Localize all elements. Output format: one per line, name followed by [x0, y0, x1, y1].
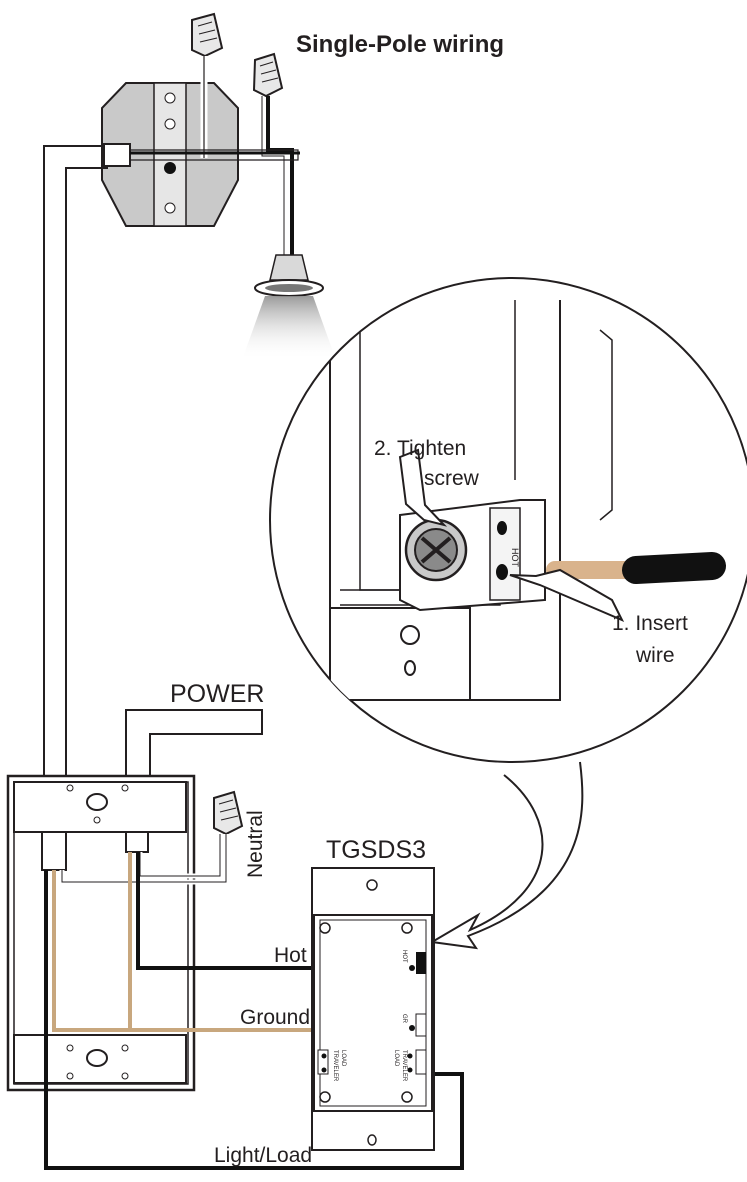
power-cable: [125, 709, 263, 780]
screw-icon: [164, 162, 176, 174]
light-fixture-icon: [242, 254, 336, 360]
wire-nut-icon: [213, 790, 244, 836]
light-load-label: Light/Load: [214, 1144, 312, 1167]
callout-arrow: [429, 761, 584, 950]
hot-label: Hot: [274, 944, 307, 967]
step1-label-line1: 1. Insert: [612, 612, 688, 635]
terminal-load-left: LOAD: [340, 1050, 346, 1067]
terminal-ground-label: GR: [401, 1014, 407, 1024]
screw-icon: [404, 518, 468, 582]
step2-label-line2: screw: [424, 467, 480, 490]
terminal-load-right: LOAD: [393, 1050, 399, 1067]
load-wire: [44, 870, 464, 1170]
wire-nut-icon: [191, 12, 224, 58]
ground-label: Ground: [240, 1006, 310, 1029]
screw-icon: [164, 92, 176, 104]
switch-device-icon: HOT GR TRAVELER LOAD LOAD TRAVELER: [311, 867, 435, 1151]
terminal-hot-mark: HOT: [510, 548, 520, 568]
terminal-hot-label: HOT: [401, 950, 407, 963]
cable-to-fixture: [43, 143, 300, 780]
screw-icon: [164, 202, 176, 214]
screw-icon: [164, 118, 176, 130]
junction-box-icon: [6, 774, 196, 1092]
terminal-traveler-left: TRAVELER: [332, 1050, 338, 1082]
terminal-traveler-right: TRAVELER: [401, 1050, 407, 1082]
step1-label-line2: wire: [635, 644, 675, 667]
device-model-label: TGSDS3: [326, 836, 426, 864]
wire-nut-icon: [252, 52, 284, 98]
step2-label-line1: 2. Tighten: [374, 437, 466, 460]
zoom-callout-circle: 2. Tighten screw 1. Insert wire HOT: [269, 277, 747, 763]
neutral-label: Neutral: [244, 810, 267, 878]
ground-wire: [52, 870, 418, 1032]
power-label: POWER: [170, 680, 264, 708]
diagram-title: Single-Pole wiring: [296, 31, 504, 58]
